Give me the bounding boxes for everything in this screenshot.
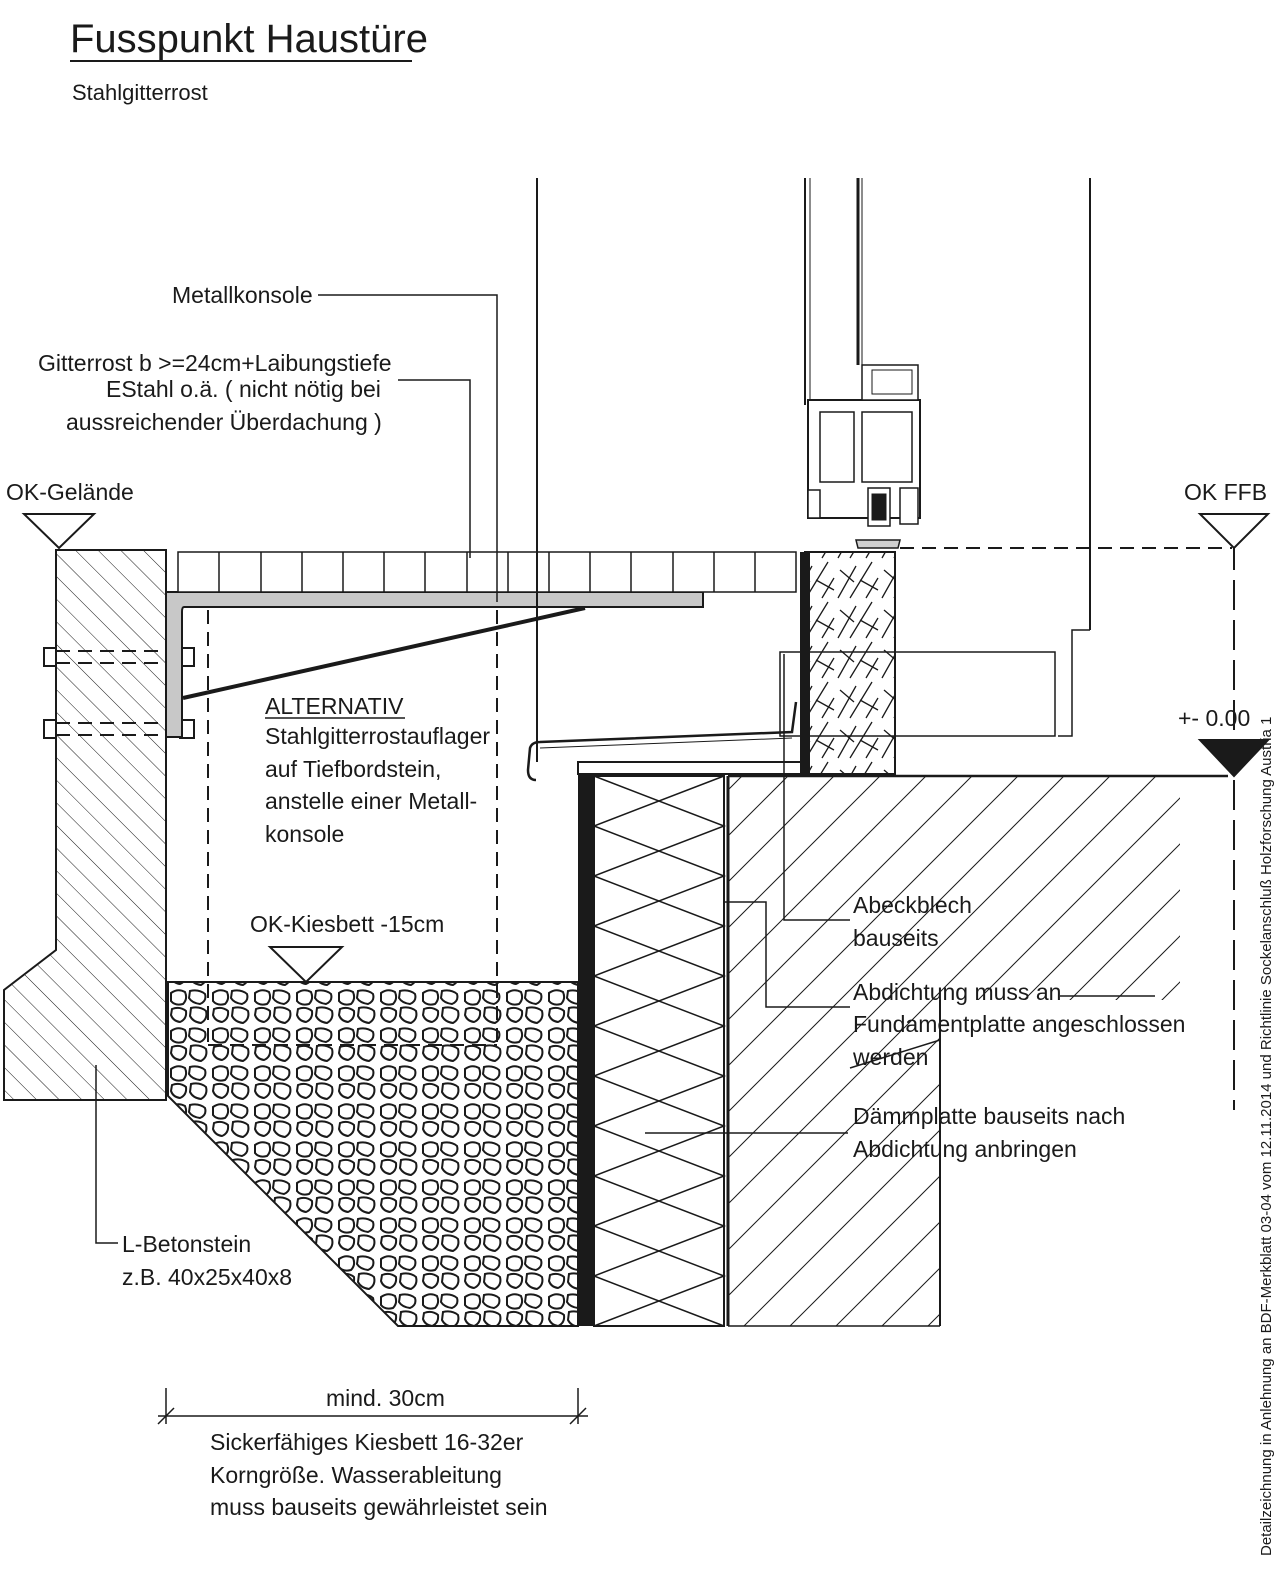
ok-kiesbett-marker [267,946,345,984]
leader-lines [95,294,1155,1244]
insulation-board [591,775,727,1327]
page-subtitle: Stahlgitterrost [72,80,208,105]
foundation-earth [726,774,1228,1327]
label-abeckblech-2: bauseits [853,925,939,951]
label-gitterrost-1: Gitterrost b >=24cm+Laibungstiefe [38,350,392,376]
gravel-bed [167,981,579,1327]
door-frame [804,178,921,549]
label-level-zero: +- 0.00 [1178,705,1250,731]
wall-step [1058,629,1090,737]
waterproofing-membrane [578,766,594,1326]
cover-flashing [526,701,798,782]
label-abdichtung-3: werden [852,1044,928,1070]
ok-ffb-marker [1197,513,1271,550]
label-alternativ-1: Stahlgitterrostauflager [265,723,490,749]
page-title: Fusspunkt Haustüre [70,17,428,61]
metal-console [165,591,704,738]
label-betonstein-2: z.B. 40x25x40x8 [122,1264,292,1290]
label-gitterrost-2: EStahl o.ä. ( nicht nötig bei [106,376,381,402]
timber-sill [779,551,1056,775]
label-alternativ-2: auf Tiefbordstein, [265,756,441,782]
zero-level-marker [1197,739,1271,778]
label-betonstein-1: L-Betonstein [122,1231,251,1257]
steel-grating [177,551,797,593]
waterproofing-top [577,761,807,775]
anchor-bolts [43,647,195,739]
label-metallkonsole: Metallkonsole [172,282,313,308]
label-kiesbett-2: Korngröße. Wasserableitung [210,1462,502,1488]
dimension-30cm [157,1388,588,1425]
label-dimension: mind. 30cm [326,1385,445,1411]
label-ok-gelaende: OK-Gelände [6,479,134,505]
label-ok-ffb: OK FFB [1184,479,1267,505]
label-alternativ: ALTERNATIV [265,693,404,719]
alternative-outline [207,610,498,1046]
label-alternativ-3: anstelle einer Metall- [265,788,477,814]
label-alternativ-4: konsole [265,821,344,847]
label-daemmplatte-1: Dämmplatte bauseits nach [853,1103,1125,1129]
ok-gelaende-marker [21,513,97,550]
label-kiesbett-3: muss bauseits gewährleistet sein [210,1494,548,1520]
label-abeckblech-1: Abeckblech [853,892,972,918]
label-abdichtung-1: Abdichtung muss an [853,979,1061,1005]
l-concrete-stone [3,549,167,1101]
label-daemmplatte-2: Abdichtung anbringen [853,1136,1077,1162]
label-abdichtung-2: Fundamentplatte angeschlossen [853,1011,1185,1037]
side-note: Detailzeichnung in Anlehnung an BDF-Merk… [1258,717,1275,1556]
label-gitterrost-3: aussreichender Überdachung ) [66,409,382,435]
label-kiesbett-1: Sickerfähiges Kiesbett 16-32er [210,1429,524,1455]
label-ok-kiesbett: OK-Kiesbett -15cm [250,911,444,937]
